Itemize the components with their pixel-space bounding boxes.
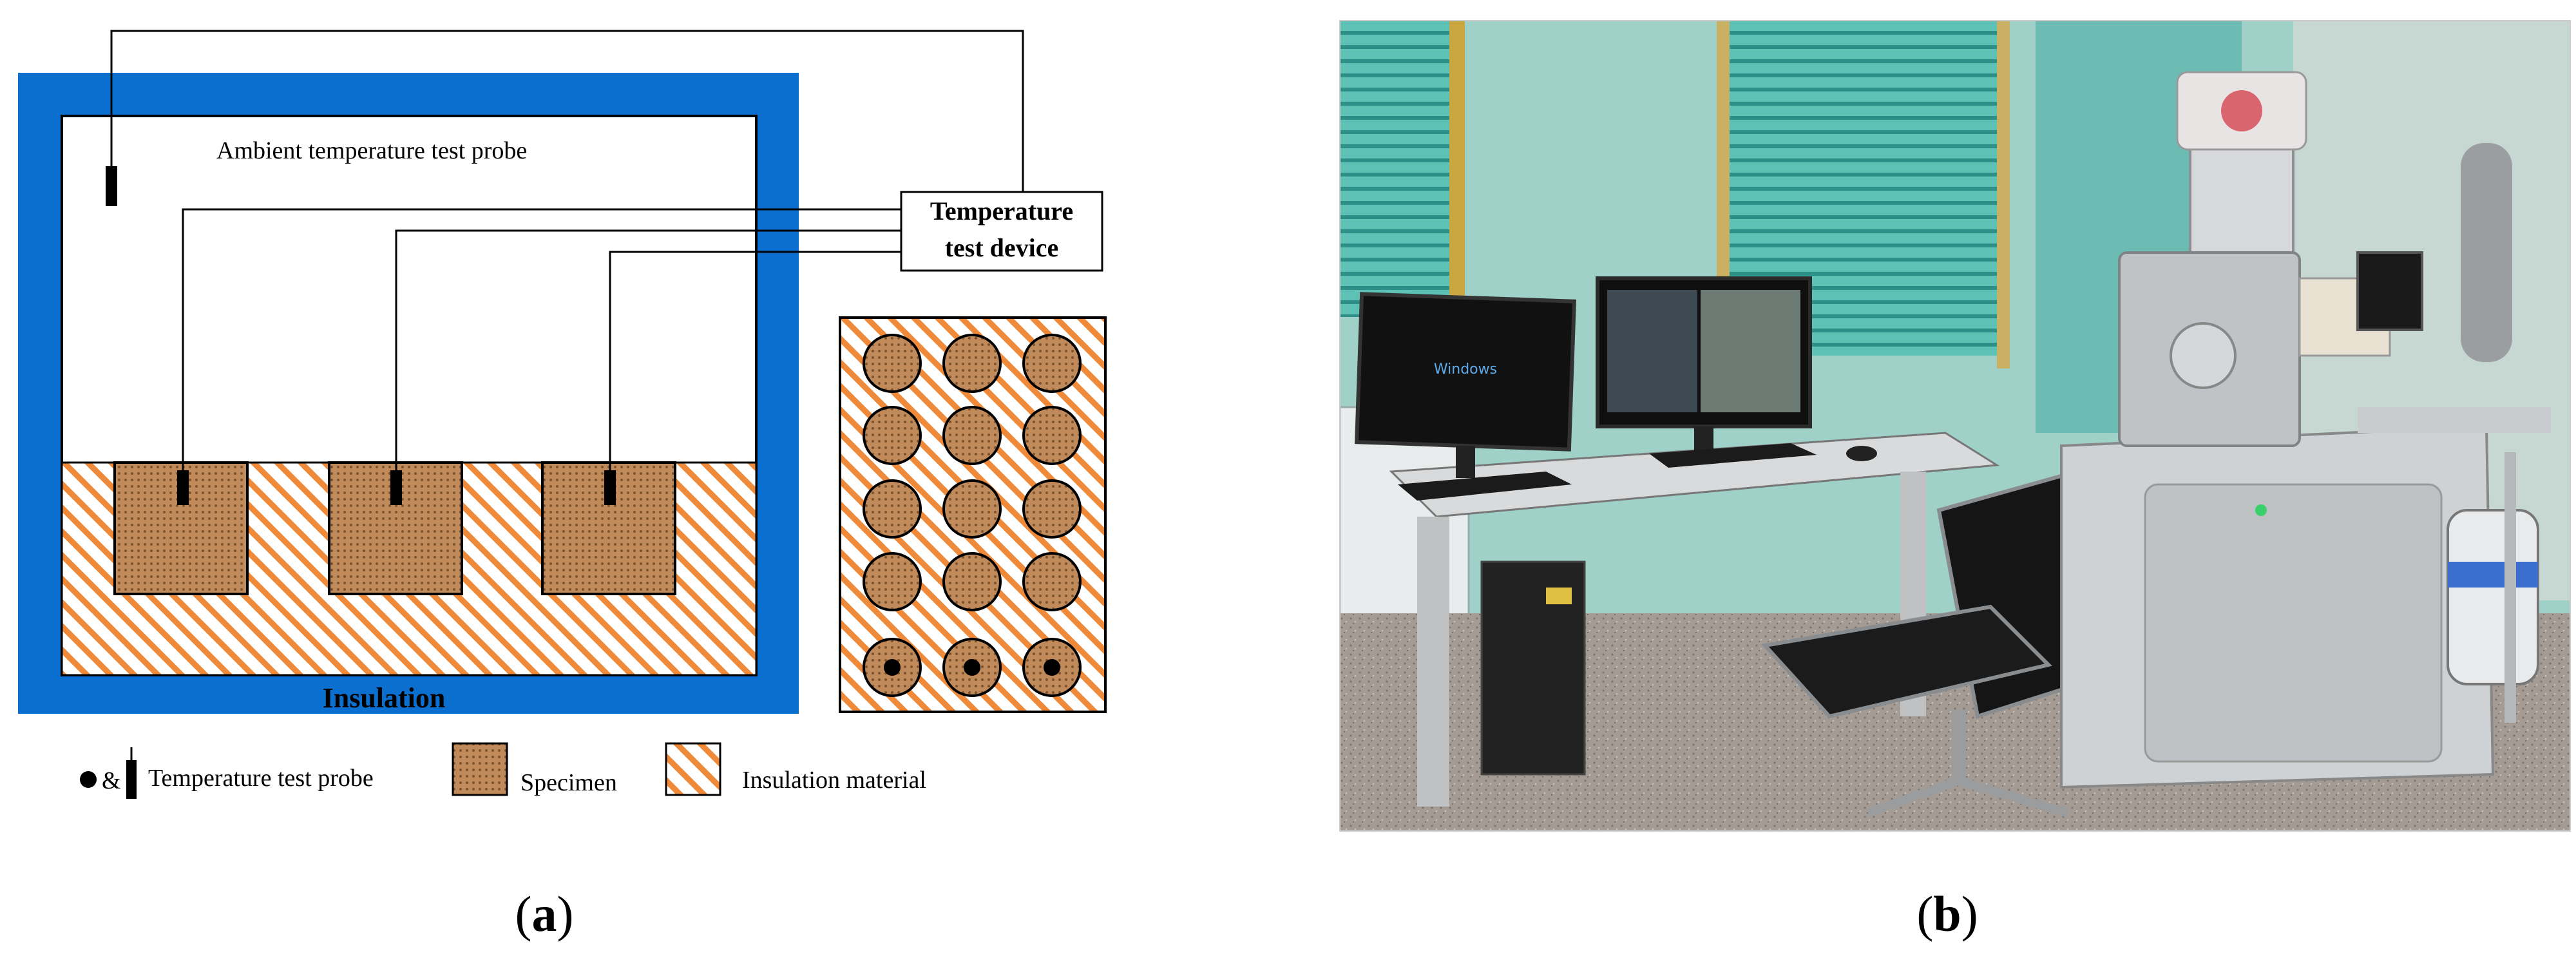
- specimen-circle: [863, 479, 922, 539]
- legend-symbol-prefix: &: [102, 767, 121, 794]
- legend-specimen-swatch: [452, 742, 508, 796]
- device-label-line2: test device: [945, 233, 1059, 262]
- specimen-circle: [942, 552, 1002, 611]
- probe-wire-1: [182, 208, 901, 470]
- sem-chamber-port: [2170, 322, 2237, 389]
- caption-a: (a): [515, 886, 574, 942]
- specimen-circle-probe: [1044, 659, 1060, 676]
- specimen-circle-probe: [884, 659, 901, 676]
- temperature-test-device: [900, 191, 1103, 272]
- specimen-circle: [942, 334, 1002, 393]
- monitor-left-stand: [1456, 446, 1475, 478]
- insulation-label: Insulation: [323, 682, 446, 714]
- legend-probe-bar: [126, 760, 137, 799]
- specimen-circle: [1022, 552, 1082, 611]
- sem-console-panel: [2144, 483, 2443, 763]
- specimen-circle: [863, 334, 922, 393]
- sem-small-monitor: [2356, 251, 2423, 331]
- monitor-right-screen-pane: [1607, 290, 1697, 412]
- sem-power-led: [2255, 504, 2267, 516]
- ambient-probe-label: Ambient temperature test probe: [216, 137, 527, 164]
- photo-border: [1339, 20, 2571, 832]
- probe-wires: [110, 30, 1024, 470]
- legend-specimen-label: Specimen: [520, 769, 617, 796]
- ambient-probe-wire: [110, 30, 1024, 192]
- window-center-frame-r: [1997, 21, 2010, 368]
- specimen-circle-probe: [964, 659, 980, 676]
- legend-insulation-material-label: Insulation material: [742, 767, 926, 794]
- specimen-circles: [863, 334, 1082, 697]
- legend-probe-label: Temperature test probe: [148, 765, 374, 792]
- panel-a-schematic: Temperature test device Ambient temperat…: [18, 30, 1107, 942]
- ambient-probe: [106, 166, 117, 206]
- specimen-probe-3: [604, 470, 616, 505]
- chair-pole: [1952, 710, 1966, 781]
- specimen-circle: [1022, 334, 1082, 393]
- specimen-circle: [863, 406, 922, 465]
- panel-b-photo: Windows: [1339, 20, 2571, 942]
- gas-cylinder: [2461, 143, 2512, 362]
- legend-insulation-swatch: [665, 742, 721, 796]
- mouse: [1846, 446, 1877, 461]
- keyboard-right: [1649, 443, 1817, 468]
- caption-b: (b): [1916, 886, 1978, 942]
- chair-base: [1866, 776, 2069, 817]
- desk-leg-left: [1417, 517, 1449, 807]
- specimen-block-2: [328, 461, 463, 595]
- sem-side-table: [2358, 407, 2551, 433]
- pc-tower-badge: [1546, 588, 1572, 604]
- device-label-line1: Temperature: [930, 196, 1073, 225]
- specimen-circle: [1022, 479, 1082, 539]
- caption-b-letter: b: [1933, 886, 1961, 942]
- window-left: [1340, 21, 1449, 317]
- legend-probe-dot: [80, 771, 97, 788]
- caption-a-letter: a: [532, 886, 557, 942]
- specimen-arrangement: [839, 316, 1107, 713]
- specimen-circle: [863, 552, 922, 611]
- probe-wire-3: [609, 251, 901, 470]
- dewar: [2447, 509, 2539, 685]
- specimen-circle: [942, 479, 1002, 539]
- dewar-stand: [2504, 452, 2516, 723]
- legend: & Temperature test probe Specimen Insula…: [80, 742, 926, 799]
- specimen-circle: [942, 406, 1002, 465]
- probe-wire-2: [395, 229, 901, 470]
- chair-seat: [1761, 604, 2052, 719]
- monitor-right-stand: [1694, 426, 1713, 452]
- monitor-left-logo: Windows: [1434, 361, 1497, 378]
- specimen-probe-2: [390, 470, 402, 505]
- keyboard-left: [1398, 472, 1572, 501]
- sem-column-emblem: [2221, 90, 2262, 131]
- monitor-left: [1354, 292, 1577, 452]
- lab-photo: Windows: [1340, 21, 2570, 831]
- specimen-probe-1: [177, 470, 189, 505]
- dewar-band: [2448, 562, 2538, 588]
- window-left-frame: [1449, 21, 1465, 323]
- monitor-right-screen-image: [1701, 290, 1800, 412]
- specimen-circle: [1022, 406, 1082, 465]
